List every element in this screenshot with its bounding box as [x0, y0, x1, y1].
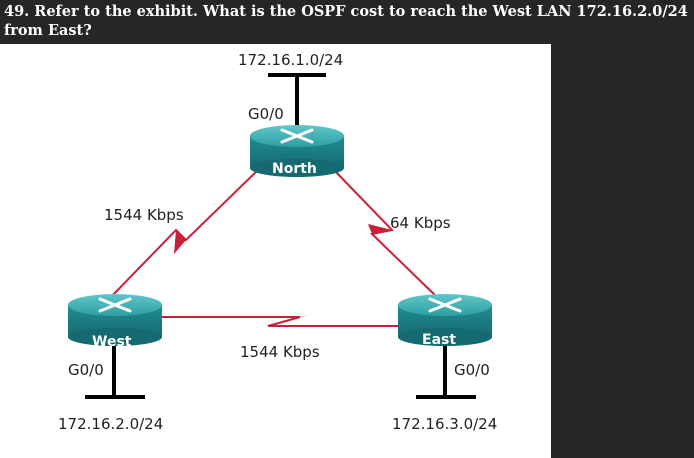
north-east-bandwidth-label: 64 Kbps: [390, 214, 451, 232]
question-text: 49. Refer to the exhibit. What is the OS…: [4, 3, 688, 39]
east-lan-label: 172.16.3.0/24: [392, 415, 498, 433]
east-lan-stub: [416, 342, 476, 399]
topology-diagram: [68, 73, 492, 399]
west-lan-stub: [85, 342, 145, 399]
north-interface-label: G0/0: [248, 105, 284, 123]
router-north-name: North: [272, 161, 317, 177]
router-west-name: West: [92, 334, 132, 350]
serial-link-north-east: [333, 169, 441, 301]
west-east-bandwidth-label: 1544 Kbps: [240, 343, 320, 361]
network-exhibit: North West East G0/0 G0/0 G0/0 172.16.1.…: [0, 44, 551, 458]
west-lan-label: 172.16.2.0/24: [58, 415, 164, 433]
router-north-icon: [250, 125, 344, 177]
serial-link-north-west: [109, 169, 259, 299]
router-east-icon: [398, 294, 492, 346]
router-east-name: East: [422, 332, 457, 348]
router-west-icon: [68, 294, 162, 346]
east-interface-label: G0/0: [454, 361, 490, 379]
west-interface-label: G0/0: [68, 361, 104, 379]
serial-link-west-east: [160, 314, 400, 327]
north-west-bandwidth-label: 1544 Kbps: [104, 206, 184, 224]
north-lan-label: 172.16.1.0/24: [238, 51, 344, 69]
